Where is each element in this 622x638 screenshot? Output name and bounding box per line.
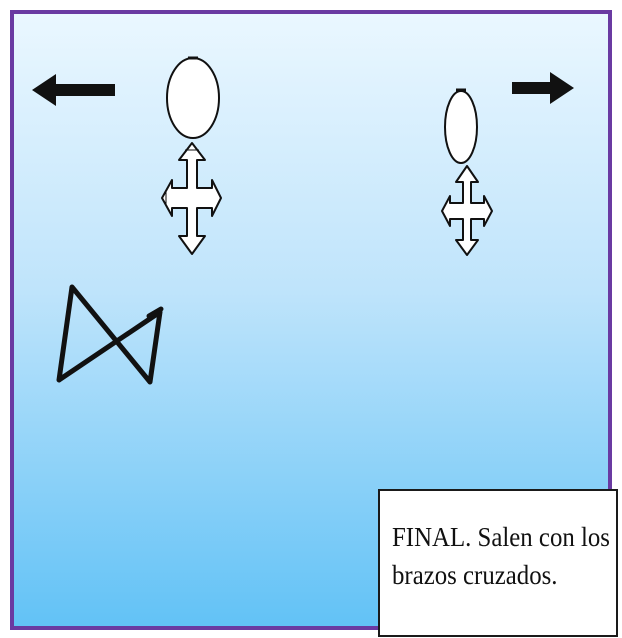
caption-line-2: brazos cruzados. — [392, 559, 558, 590]
left-four-way-arrow-icon — [161, 142, 222, 255]
caption-box: FINAL. Salen con los brazos cruzados. — [378, 489, 618, 637]
arrow-right-icon — [512, 72, 574, 104]
caption-line-1: FINAL. Salen con los — [392, 522, 610, 552]
right-dancer-head-icon — [444, 88, 478, 164]
right-four-way-arrow-icon — [441, 165, 493, 256]
left-dancer-head-icon — [166, 56, 220, 139]
crossed-arms-icon — [56, 284, 164, 385]
arrow-left-icon — [32, 74, 115, 106]
